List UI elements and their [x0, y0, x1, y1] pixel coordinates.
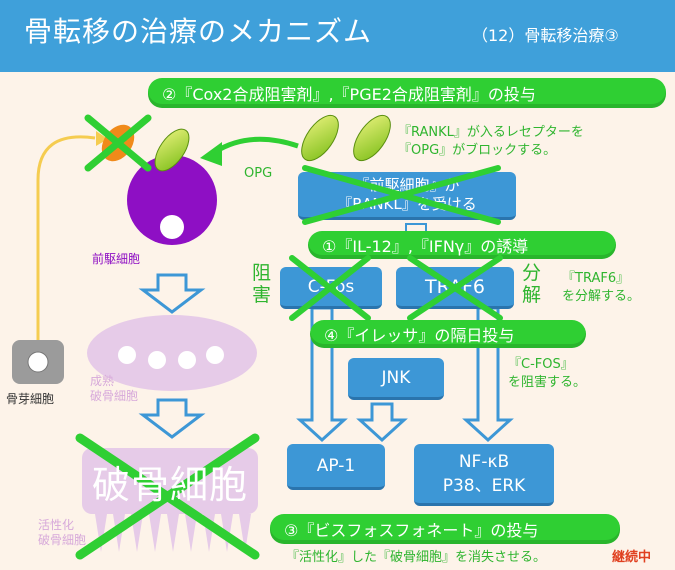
cfos-note-line1: 『C-FOS』 [508, 357, 574, 372]
signal-curve-arrowhead [96, 131, 108, 146]
precursor-box-line2: 『RANKL』を受ける [337, 194, 477, 213]
page-subtitle: （12）骨転移治療③ [472, 26, 619, 45]
mature-osteoclast-label: 成熟 破骨細胞 [90, 374, 138, 404]
nucleus-dot [118, 346, 136, 364]
page-title: 骨転移の治療のメカニズム [24, 15, 373, 48]
banner-step1: ①『IL-12』,『IFNγ』の誘導 [308, 231, 616, 259]
cfos-note-line2: を阻害する。 [508, 375, 587, 390]
mature-label-line2: 破骨細胞 [90, 389, 139, 403]
precursor-nucleus-icon [160, 215, 184, 239]
rankl-note-line1: 『RANKL』が入るレセプターを [398, 125, 584, 140]
banner-step4-text: ④『イレッサ』の隔日投与 [324, 326, 515, 345]
down-arrow-icon [138, 398, 206, 439]
banner-step3-text: ③『ビスフォスフォネート』の投与 [284, 521, 539, 540]
nfkb-line1: NF-κB [458, 451, 510, 472]
activated-note: 『活性化』した『破骨細胞』を消失させる。 [286, 550, 547, 565]
ap1-text: AP-1 [316, 455, 356, 476]
rankl-note: 『RANKL』が入るレセプターを 『OPG』がブロックする。 [398, 124, 584, 160]
osteoclast-big-label: 破骨細胞 [92, 463, 249, 507]
continuing-note: 継続中 [612, 550, 652, 565]
flow-arrow [356, 402, 408, 443]
activated-label-line2: 破骨細胞 [38, 533, 87, 547]
precursor-rankl-box: 『前駆細胞』が 『RANKL』を受ける [298, 172, 516, 220]
mature-osteoclast-icon [87, 315, 257, 391]
nfkb-line2: P38、ERK [442, 475, 526, 496]
cross-mark [84, 114, 152, 172]
opg-leaf-icon [353, 114, 391, 162]
cfos-box: C-Fos [280, 267, 382, 309]
opg-arrowhead [200, 142, 222, 166]
traf6-text: TRAF6 [424, 275, 486, 298]
signal-curve [36, 135, 96, 340]
traf6-note-line1: 『TRAF6』 [562, 271, 630, 286]
cross-mark [75, 433, 260, 560]
precursor-cell-label: 前駆細胞 [92, 252, 141, 266]
osteoblast-label: 骨芽細胞 [6, 392, 55, 406]
activated-osteoclast-label: 活性化 破骨細胞 [38, 518, 86, 548]
banner-step4: ④『イレッサ』の隔日投与 [310, 320, 586, 348]
green-receptor-icon [154, 128, 190, 172]
ap1-box: AP-1 [287, 444, 385, 490]
decompose-label: 分解 [522, 262, 542, 306]
mature-label-line1: 成熟 [90, 374, 115, 388]
opg-arrow [213, 136, 299, 155]
banner-step3: ③『ビスフォスフォネート』の投与 [270, 514, 620, 544]
cfos-text: C-Fos [307, 276, 355, 297]
header-bar: 骨転移の治療のメカニズム （12）骨転移治療③ [0, 0, 675, 72]
jnk-box: JNK [348, 358, 444, 400]
jnk-text: JNK [381, 367, 411, 388]
banner-step2: ②『Cox2合成阻害剤』,『PGE2合成阻害剤』の投与 [148, 78, 666, 108]
opg-label: OPG [244, 166, 273, 181]
traf6-note-line2: を分解する。 [562, 289, 641, 304]
banner-step2-text: ②『Cox2合成阻害剤』,『PGE2合成阻害剤』の投与 [162, 85, 536, 104]
traf6-box: TRAF6 [396, 267, 514, 309]
rankl-note-line2: 『OPG』がブロックする。 [398, 143, 557, 158]
osteoblast-nucleus-icon [27, 351, 49, 373]
nucleus-dot [206, 346, 224, 364]
inhibit-label: 阻害 [252, 262, 272, 306]
opg-leaf-icon [301, 114, 339, 162]
nfkb-box: NF-κB P38、ERK [414, 444, 554, 506]
nucleus-dot [178, 351, 196, 369]
nucleus-dot [148, 351, 166, 369]
down-arrow-icon [138, 273, 206, 314]
cfos-note: 『C-FOS』 を阻害する。 [508, 356, 586, 392]
precursor-box-line1: 『前駆細胞』が [354, 175, 460, 194]
banner-step1-text: ①『IL-12』,『IFNγ』の誘導 [322, 237, 529, 256]
precursor-cell-icon [127, 155, 217, 245]
traf6-note: 『TRAF6』 を分解する。 [562, 270, 640, 306]
activated-label-line1: 活性化 [38, 518, 75, 532]
